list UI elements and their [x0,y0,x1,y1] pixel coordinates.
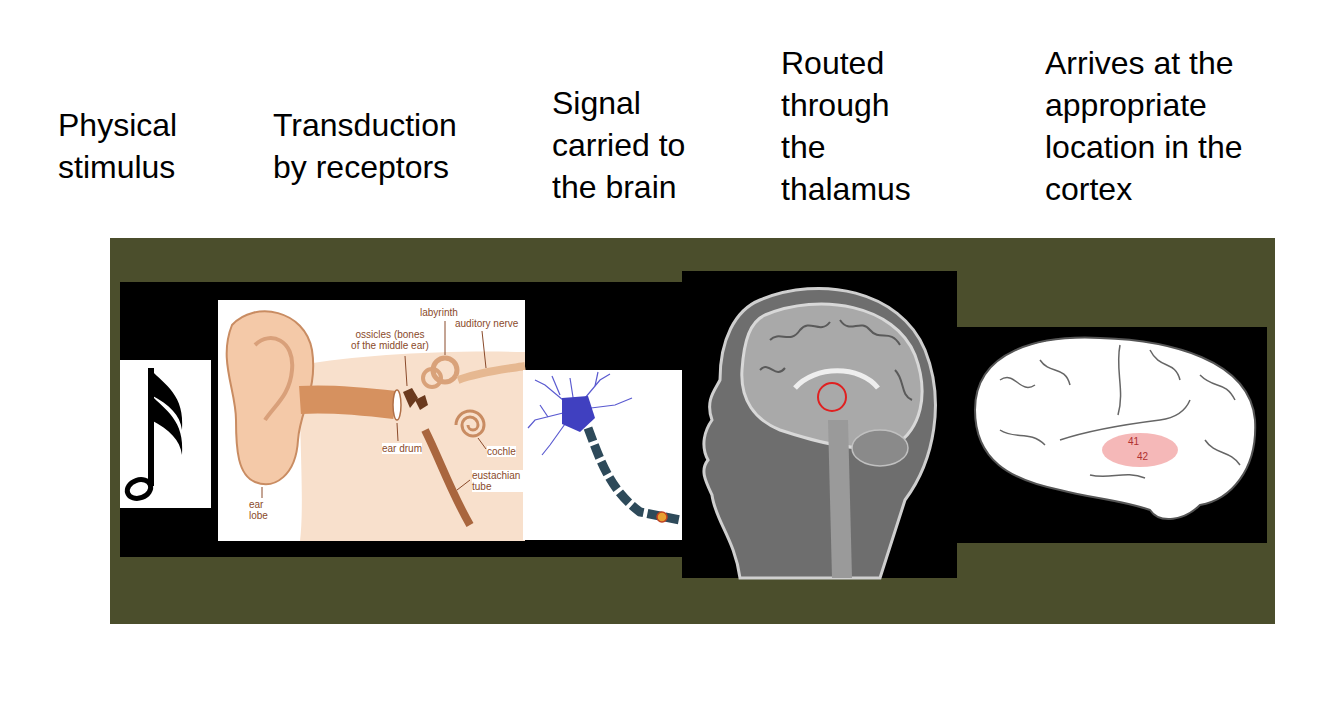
leader-line [482,331,486,368]
ear-illustration [425,430,470,525]
part-label: cochle [487,446,516,457]
brain-lateral [1000,378,1035,388]
brain-lateral [975,338,1255,519]
leader-line [478,438,486,449]
ear-illustration [456,411,484,436]
mri-sagittal [840,320,900,345]
brain-lateral [1118,345,1121,415]
stage-heading: Physical stimulus [58,104,208,188]
neuron-illustration [562,396,595,432]
brain-lateral [1200,375,1235,400]
mri-sagittal [682,271,957,578]
stage-heading: Transduction by receptors [273,104,473,188]
mri-sagittal [704,288,936,578]
brain-lateral [1090,475,1145,478]
brain-lateral [1150,350,1180,380]
ear-illustration [218,300,525,541]
brain-lateral [1040,360,1070,385]
leader-line [457,480,470,490]
mri-sagittal [770,322,830,340]
brain-lateral [1102,433,1178,467]
neuron-illustration [552,376,560,395]
neuron-illustration [540,405,548,417]
ear-illustration [300,399,395,405]
leader-line [262,321,486,498]
stage-heading: Routed through the thalamus [781,42,921,210]
ear-illustration [423,369,441,387]
neuron-illustration [523,370,682,540]
brain-lateral [1205,440,1240,465]
stage-heading: Arrives at the appropriate location in t… [1045,42,1260,210]
ear-illustration [218,300,525,541]
part-label: ossicles (bones of the middle ear) [350,329,430,351]
brain-lateral [957,327,1267,543]
neuron-illustration [657,512,667,522]
brain-lateral [957,327,1267,543]
neuron-illustration [588,428,680,520]
music-note [120,360,211,508]
leader-line [262,487,263,498]
ear-illustration [255,338,292,420]
music-note [120,360,211,508]
mri-sagittal [818,383,846,411]
stage-heading: Signal carried to the brain [552,82,702,208]
mri-sagittal [895,370,912,400]
part-label: ear drum [382,443,422,454]
ear-illustration [458,366,525,380]
mri-sagittal [760,367,785,372]
neuron-illustration [595,372,598,386]
mri-sagittal [852,430,908,466]
part-label: labyrinth [420,307,458,318]
leader-line [405,356,407,386]
mri-sagittal [795,371,878,388]
area-number: 41 [1128,436,1139,447]
neuron-illustration [523,370,682,540]
ear-illustration [393,390,401,420]
part-label: auditory nerve [455,318,518,329]
leader-line [397,423,398,441]
ear-illustration [300,352,525,541]
part-label: ear lobe [249,499,277,521]
brain-lateral [1060,400,1190,440]
mri-sagittal [828,420,852,578]
ear-illustration [403,388,418,408]
black-strip [120,282,690,557]
area-number: 42 [1137,451,1148,462]
brain-lateral [1000,345,1240,478]
part-label: eustachian tube [472,470,524,492]
leader-line [445,321,446,355]
olive-band [110,238,1275,624]
music-note [151,395,182,455]
brain-lateral [1000,430,1045,445]
ear-illustration [415,395,428,410]
neuron-illustration [528,372,632,455]
mri-sagittal [760,320,912,400]
mri-sagittal [682,271,957,578]
